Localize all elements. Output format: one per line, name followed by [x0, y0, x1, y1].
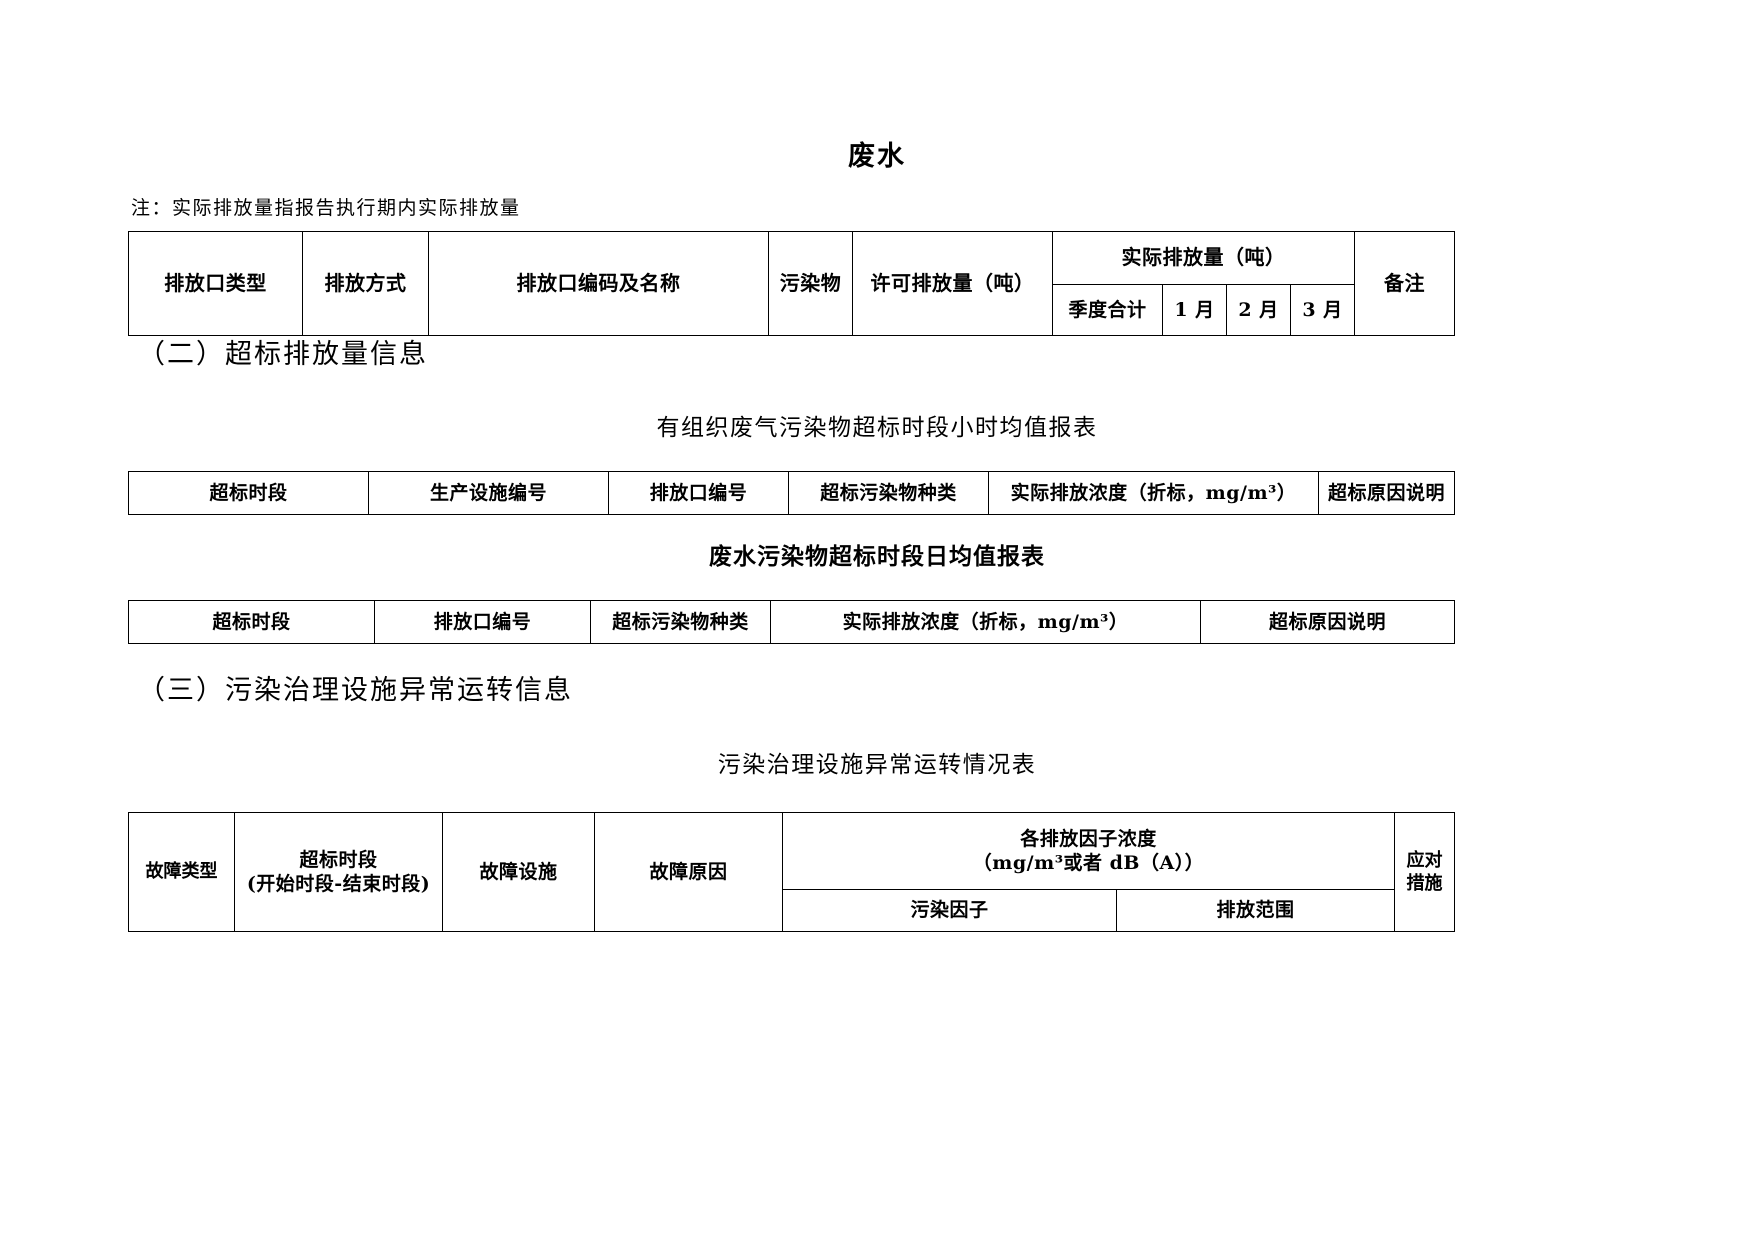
gas-exceed-table: 超标时段 生产设施编号 排放口编号 超标污染物种类 实际排放浓度（折标，mg/m… — [128, 471, 1455, 515]
header-fault-facility: 故障设施 — [442, 812, 595, 932]
header-response-measure-line2: 措施 — [1406, 873, 1443, 894]
header-exceed-pollutant-type: 超标污染物种类 — [590, 600, 771, 644]
facility-fault-table: 故障类型 超标时段 (开始时段-结束时段) 故障设施 故障原因 各排放因子浓度 … — [128, 812, 1455, 933]
header-factor-concentration-line2: （mg/m³或者 dB（A）） — [972, 851, 1205, 874]
discharge-amount-table: 排放口类型 排放方式 排放口编码及名称 污染物 许可排放量（吨） 实际排放量（吨… — [128, 230, 1455, 336]
header-pollutant: 污染物 — [768, 231, 853, 336]
subheader-pollutant-factor: 污染因子 — [782, 888, 1117, 933]
header-exceed-period-line2: (开始时段-结束时段) — [246, 873, 431, 895]
page-title: 废水 — [848, 141, 906, 172]
header-outlet-code: 排放口编号 — [374, 600, 591, 644]
header-production-facility-code: 生产设施编号 — [368, 471, 609, 515]
header-response-measure-line1: 应对 — [1406, 849, 1443, 871]
header-exceed-period: 超标时段 (开始时段-结束时段) — [234, 812, 443, 932]
header-permitted-amount: 许可排放量（吨） — [852, 231, 1053, 336]
subheader-discharge-range: 排放范围 — [1116, 888, 1395, 933]
header-outlet-code: 排放口编号 — [608, 471, 789, 515]
section-heading-two: （二）超标排放量信息 — [138, 339, 428, 370]
subheader-month-3: 3 月 — [1290, 284, 1355, 336]
header-response-measure: 应对 措施 — [1394, 812, 1455, 932]
subheader-month-1: 1 月 — [1162, 284, 1227, 336]
header-outlet-type: 排放口类型 — [128, 231, 303, 336]
subheader-month-2: 2 月 — [1226, 284, 1291, 336]
header-actual-concentration: 实际排放浓度（折标，mg/m³） — [988, 471, 1319, 515]
note-text: 注：实际排放量指报告执行期内实际排放量 — [131, 197, 521, 219]
header-exceed-pollutant-type: 超标污染物种类 — [788, 471, 989, 515]
header-fault-reason: 故障原因 — [594, 812, 783, 932]
table-row: 故障类型 超标时段 (开始时段-结束时段) 故障设施 故障原因 各排放因子浓度 … — [128, 812, 1455, 932]
table-row: 排放口类型 排放方式 排放口编码及名称 污染物 许可排放量（吨） 实际排放量（吨… — [128, 230, 1455, 336]
section-heading-three: （三）污染治理设施异常运转信息 — [138, 675, 573, 706]
caption-water-exceed: 废水污染物超标时段日均值报表 — [709, 543, 1045, 570]
header-exceed-period: 超标时段 — [128, 471, 369, 515]
header-outlet-code-name: 排放口编码及名称 — [428, 231, 769, 336]
header-factor-concentration: 各排放因子浓度 （mg/m³或者 dB（A）） — [782, 812, 1395, 890]
header-exceed-period: 超标时段 — [128, 600, 375, 644]
water-exceed-table: 超标时段 排放口编号 超标污染物种类 实际排放浓度（折标，mg/m³） 超标原因… — [128, 600, 1455, 644]
header-exceed-reason: 超标原因说明 — [1318, 471, 1455, 515]
caption-facility-fault: 污染治理设施异常运转情况表 — [717, 752, 1037, 778]
header-actual-concentration: 实际排放浓度（折标，mg/m³） — [770, 600, 1201, 644]
header-remark: 备注 — [1354, 231, 1455, 336]
table-row: 超标时段 排放口编号 超标污染物种类 实际排放浓度（折标，mg/m³） 超标原因… — [128, 600, 1455, 644]
table-row: 季度合计 1 月 2 月 3 月 — [129, 284, 1455, 336]
table-row: 超标时段 生产设施编号 排放口编号 超标污染物种类 实际排放浓度（折标，mg/m… — [128, 471, 1455, 515]
header-factor-concentration-line1: 各排放因子浓度 — [1020, 827, 1157, 850]
header-exceed-period-line1: 超标时段 — [299, 848, 378, 871]
caption-gas-exceed: 有组织废气污染物超标时段小时均值报表 — [656, 415, 1098, 441]
header-discharge-method: 排放方式 — [302, 231, 429, 336]
table-row: 污染因子 排放范围 — [129, 888, 1455, 933]
header-actual-amount: 实际排放量（吨） — [1052, 230, 1355, 286]
header-fault-type: 故障类型 — [128, 812, 235, 932]
subheader-quarter-total: 季度合计 — [1052, 284, 1163, 336]
header-exceed-reason: 超标原因说明 — [1200, 600, 1455, 644]
